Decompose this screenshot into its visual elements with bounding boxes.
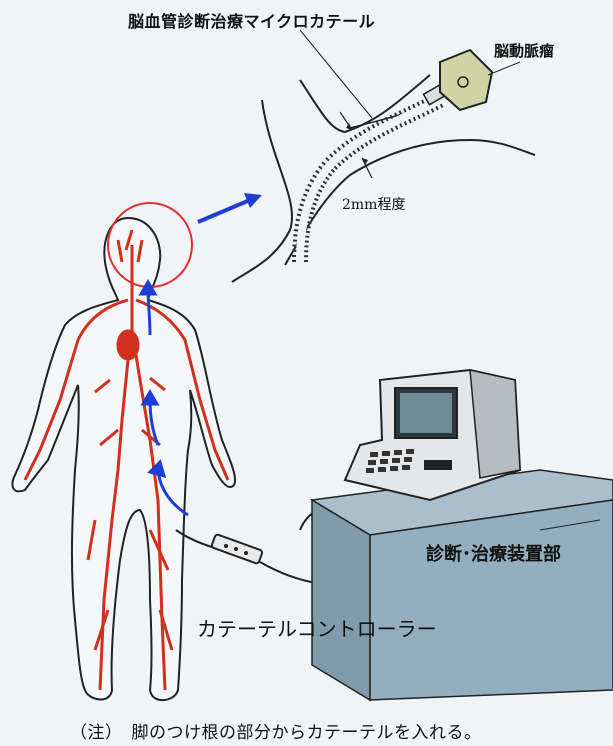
- controller-button-2: [234, 547, 238, 551]
- footnote: （注） 脚のつけ根の部分からカテーテルを入れる。: [70, 718, 482, 743]
- controller-button-1: [224, 544, 228, 548]
- catheter-label: 脳血管診断治療マイクロカテール: [128, 8, 375, 32]
- table-side: [370, 500, 613, 700]
- diameter-label: 2mm程度: [342, 194, 405, 214]
- aneurysm-label: 脳動脈瘤: [494, 40, 554, 61]
- console-card-slot: [424, 460, 452, 470]
- controller-label: カテーテルコントローラー: [197, 613, 437, 642]
- console-screen-glass: [400, 393, 452, 433]
- table-front: [312, 500, 370, 700]
- device-table: [312, 470, 613, 700]
- controller-button-3: [244, 551, 248, 555]
- device-label: 診断･治療装置部: [426, 540, 561, 566]
